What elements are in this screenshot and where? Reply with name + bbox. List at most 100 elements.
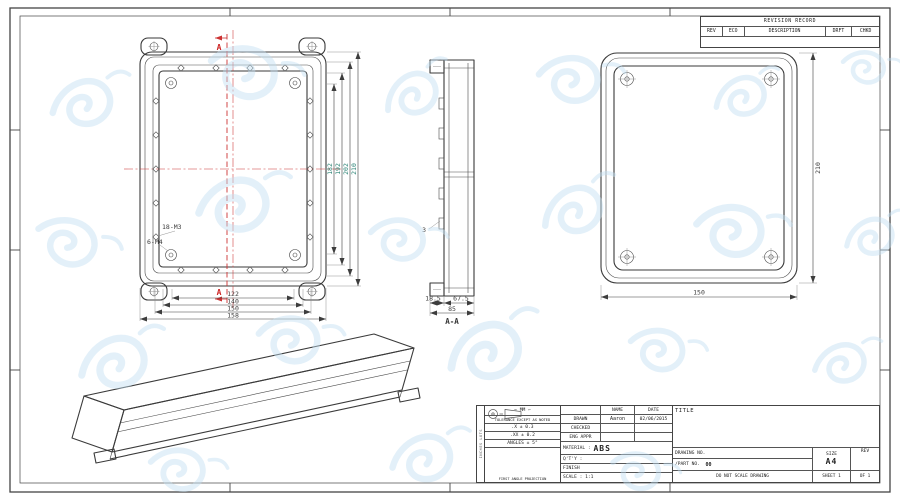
- iso-front-face: [111, 347, 415, 453]
- sheet-of: OF 1: [859, 474, 871, 479]
- revision-col-eco: ECO: [723, 27, 745, 36]
- material-label: MATERIAL :: [563, 445, 591, 451]
- iso-lid-joint-1: [116, 369, 408, 433]
- drawn-row: DRAWN Aaron 02/06/2015: [561, 415, 672, 424]
- revision-title: REVISION RECORD: [701, 17, 879, 27]
- projection-area: FIRST ANGLE PROJECTION: [485, 409, 560, 482]
- blank-cell: [561, 406, 601, 414]
- name-header: NAME: [601, 406, 635, 414]
- front-height-dim-3: 202: [342, 163, 350, 175]
- tolerance-note: TOLERANCE EXCEPT AS NOTED: [485, 416, 560, 424]
- date-header: DATE: [647, 407, 660, 413]
- callout-m3: 18-M3: [162, 223, 182, 231]
- section-internal-lines: [444, 63, 474, 293]
- front-view: A A: [124, 30, 361, 322]
- checked-name: [601, 424, 635, 432]
- iso-ear-left: [93, 448, 117, 464]
- back-height-dim: 210: [814, 162, 822, 174]
- arrow-left-icon: ←: [528, 408, 531, 413]
- section-wall-dim: 3: [422, 226, 426, 234]
- title-block: → MM ← TOLERANCE EXCEPT AS NOTED .X ± 0.…: [484, 405, 880, 483]
- section-view: 3 18.5 67.5 85 A-A: [422, 59, 475, 326]
- size-rev-block: SIZE A4 REV: [813, 448, 879, 470]
- revision-table: REVISION RECORD REV ECO DESCRIPTION DRFT…: [700, 16, 880, 48]
- wall-dim-leader: [428, 220, 441, 230]
- checked-row: CHECKED: [561, 424, 672, 433]
- section-label: A-A: [445, 317, 459, 326]
- size-cell: SIZE A4: [813, 448, 851, 470]
- size-value: A4: [825, 457, 838, 466]
- section-letter-top: A: [217, 43, 222, 52]
- iso-ear-right: [397, 387, 421, 403]
- section-side-ribs: [438, 97, 445, 230]
- back-outer: [600, 52, 798, 284]
- drawing-no-cells: DRAWING NO. /PART NO. 00: [673, 448, 813, 470]
- back-panel: [613, 65, 785, 271]
- front-dim-1: 122: [227, 290, 239, 298]
- front-height-dim-1: 182: [326, 163, 334, 175]
- front-right-dimensions: 182 192 202 210: [326, 51, 361, 287]
- mounting-ears: [140, 37, 326, 301]
- iso-lid-joint-2: [119, 360, 411, 424]
- drawn-label: DRAWN: [561, 415, 601, 423]
- engappr-date: [635, 433, 672, 441]
- tolerance-xx: .XX ± 0.2: [485, 432, 560, 440]
- section-body: [443, 59, 475, 297]
- checked-date: [635, 424, 672, 432]
- part-no-row: /PART NO. 00: [673, 459, 812, 470]
- iso-top-face: [83, 333, 415, 411]
- section-letter-bottom: A: [217, 288, 222, 297]
- section-bottom-ear: [429, 282, 445, 297]
- rev-label: REV: [860, 449, 870, 454]
- section-base-dim: 67.5: [453, 295, 469, 303]
- revision-header-row: REV ECO DESCRIPTION DRFT CHKD: [701, 27, 879, 37]
- section-total-dim: 85: [448, 305, 456, 313]
- material-value: ABS: [593, 443, 611, 453]
- engappr-label: ENG APPR: [561, 433, 601, 441]
- iso-end-face: [71, 395, 125, 453]
- tolerance-column: → MM ← TOLERANCE EXCEPT AS NOTED .X ± 0.…: [485, 406, 561, 482]
- front-dim-4: 158: [227, 312, 239, 320]
- approvals-column: NAME DATE DRAWN Aaron 02/06/2015 CHECKED…: [561, 406, 673, 482]
- callout-m3-leader: [157, 230, 176, 237]
- revision-col-rev: REV: [701, 27, 723, 36]
- iso-flange: [109, 396, 401, 460]
- revision-empty-row: [701, 37, 879, 47]
- revision-col-description: DESCRIPTION: [745, 27, 826, 36]
- engappr-name: [601, 433, 635, 441]
- front-dim-2: 140: [227, 298, 239, 306]
- finish-row: FINISH: [561, 464, 672, 473]
- drawn-date: 02/06/2015: [639, 416, 668, 422]
- engappr-row: ENG APPR: [561, 433, 672, 442]
- approvals-header-row: NAME DATE: [561, 406, 672, 415]
- title-column: TITLE DRAWING NO. /PART NO. 00 SIZE A4: [673, 406, 879, 482]
- front-height-dim-4: 210: [350, 163, 358, 175]
- revision-col-chkd: CHKD: [859, 29, 872, 34]
- front-height-dim-2: 192: [334, 163, 342, 175]
- front-dim-3: 150: [227, 305, 239, 313]
- size-label: SIZE: [825, 452, 838, 457]
- scale-row: SCALE : 1:1: [563, 475, 594, 480]
- rev-cell: REV: [851, 448, 879, 470]
- back-dimensions: 210 150: [600, 52, 822, 300]
- section-lid-dim: 18.5: [425, 295, 441, 303]
- callout-m4: 6-M4: [147, 238, 163, 246]
- material-row: MATERIAL : ABS: [561, 442, 672, 455]
- back-view: 210 150: [600, 52, 822, 300]
- qty-row: Q'T'Y :: [561, 455, 672, 464]
- front-bottom-dimensions: 122 140 150 158: [139, 288, 327, 322]
- do-not-scale-note: DO NOT SCALE DRAWING: [673, 471, 813, 482]
- callout-m4-leader: [159, 244, 169, 252]
- back-corner-screws: [618, 70, 780, 266]
- title-cell: TITLE: [673, 406, 879, 448]
- part-no-value: 00: [705, 461, 712, 468]
- back-width-dim: 150: [693, 289, 705, 297]
- sheet-number: SHEET 1: [813, 471, 851, 482]
- section-bottom-dimensions: 18.5 67.5 85 A-A: [425, 295, 475, 326]
- drawing-no-label: DRAWING NO.: [673, 448, 812, 459]
- drawing-no-block: DRAWING NO. /PART NO. 00 SIZE A4 REV: [673, 448, 879, 471]
- projection-label: FIRST ANGLE PROJECTION: [498, 477, 547, 481]
- tolerance-angles: ANGLES ± 5°: [485, 440, 560, 448]
- drawn-name: Aaron: [601, 415, 635, 423]
